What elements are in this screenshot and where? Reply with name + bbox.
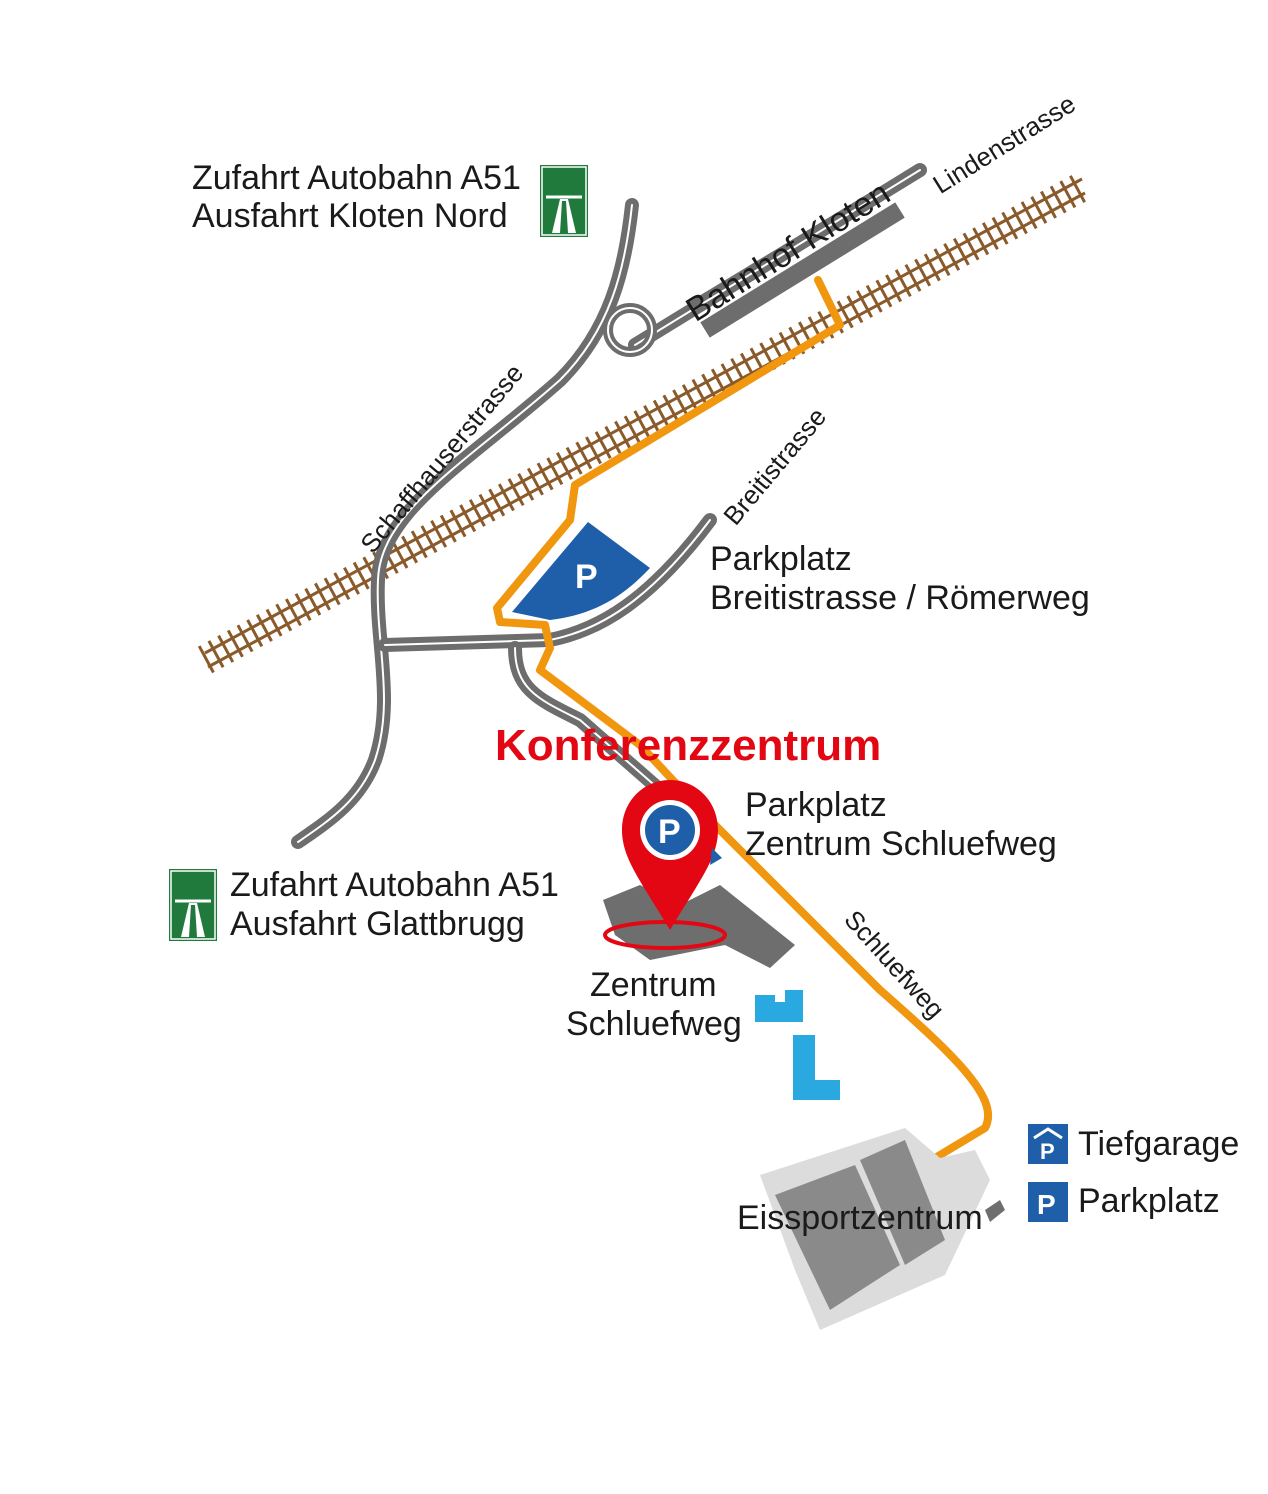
motorway-sign-icon (167, 867, 219, 943)
marker-ring (603, 920, 727, 950)
parking-zentrum-label-1: Parkplatz (745, 786, 887, 824)
eissport-label: Eissportzentrum (737, 1199, 983, 1237)
a51-north-label-1: Zufahrt Autobahn A51 (192, 159, 521, 197)
svg-text:P: P (1037, 1189, 1056, 1220)
parking-icon: P (1028, 1182, 1068, 1222)
legend-parkplatz: Parkplatz (1078, 1182, 1220, 1220)
legend-tiefgarage: Tiefgarage (1078, 1125, 1240, 1163)
eissport-buildings (760, 1128, 1005, 1330)
zentrum-buildings (603, 885, 795, 968)
parking-breiti-label-1: Parkplatz (710, 540, 852, 578)
railway (197, 171, 1093, 674)
motorway-sign-icon (538, 163, 590, 239)
a51-south-label-1: Zufahrt Autobahn A51 (230, 866, 559, 904)
a51-south-label-2: Ausfahrt Glattbrugg (230, 905, 525, 943)
svg-text:P: P (1040, 1139, 1055, 1164)
roads (291, 163, 927, 849)
parking-breiti-label-2: Breitistrasse / Römerweg (710, 579, 1090, 617)
parking-zentrum-label-2: Zentrum Schluefweg (745, 825, 1057, 863)
route (493, 276, 993, 1162)
a51-north-label-2: Ausfahrt Kloten Nord (192, 197, 508, 235)
parking-area-breitistrasse (512, 522, 650, 620)
parking-area-letter: P (575, 558, 598, 596)
underground-parking-icon: P (1028, 1124, 1068, 1164)
parking-arrow (710, 848, 722, 865)
blue-buildings (755, 990, 840, 1100)
zentrum-label-1: Zentrum (590, 966, 717, 1004)
map-pin-icon[interactable]: P (622, 780, 718, 930)
conference-title: Konferenzzentrum (495, 721, 882, 770)
svg-text:P: P (658, 813, 681, 851)
zentrum-label-2: Schluefweg (566, 1005, 742, 1043)
